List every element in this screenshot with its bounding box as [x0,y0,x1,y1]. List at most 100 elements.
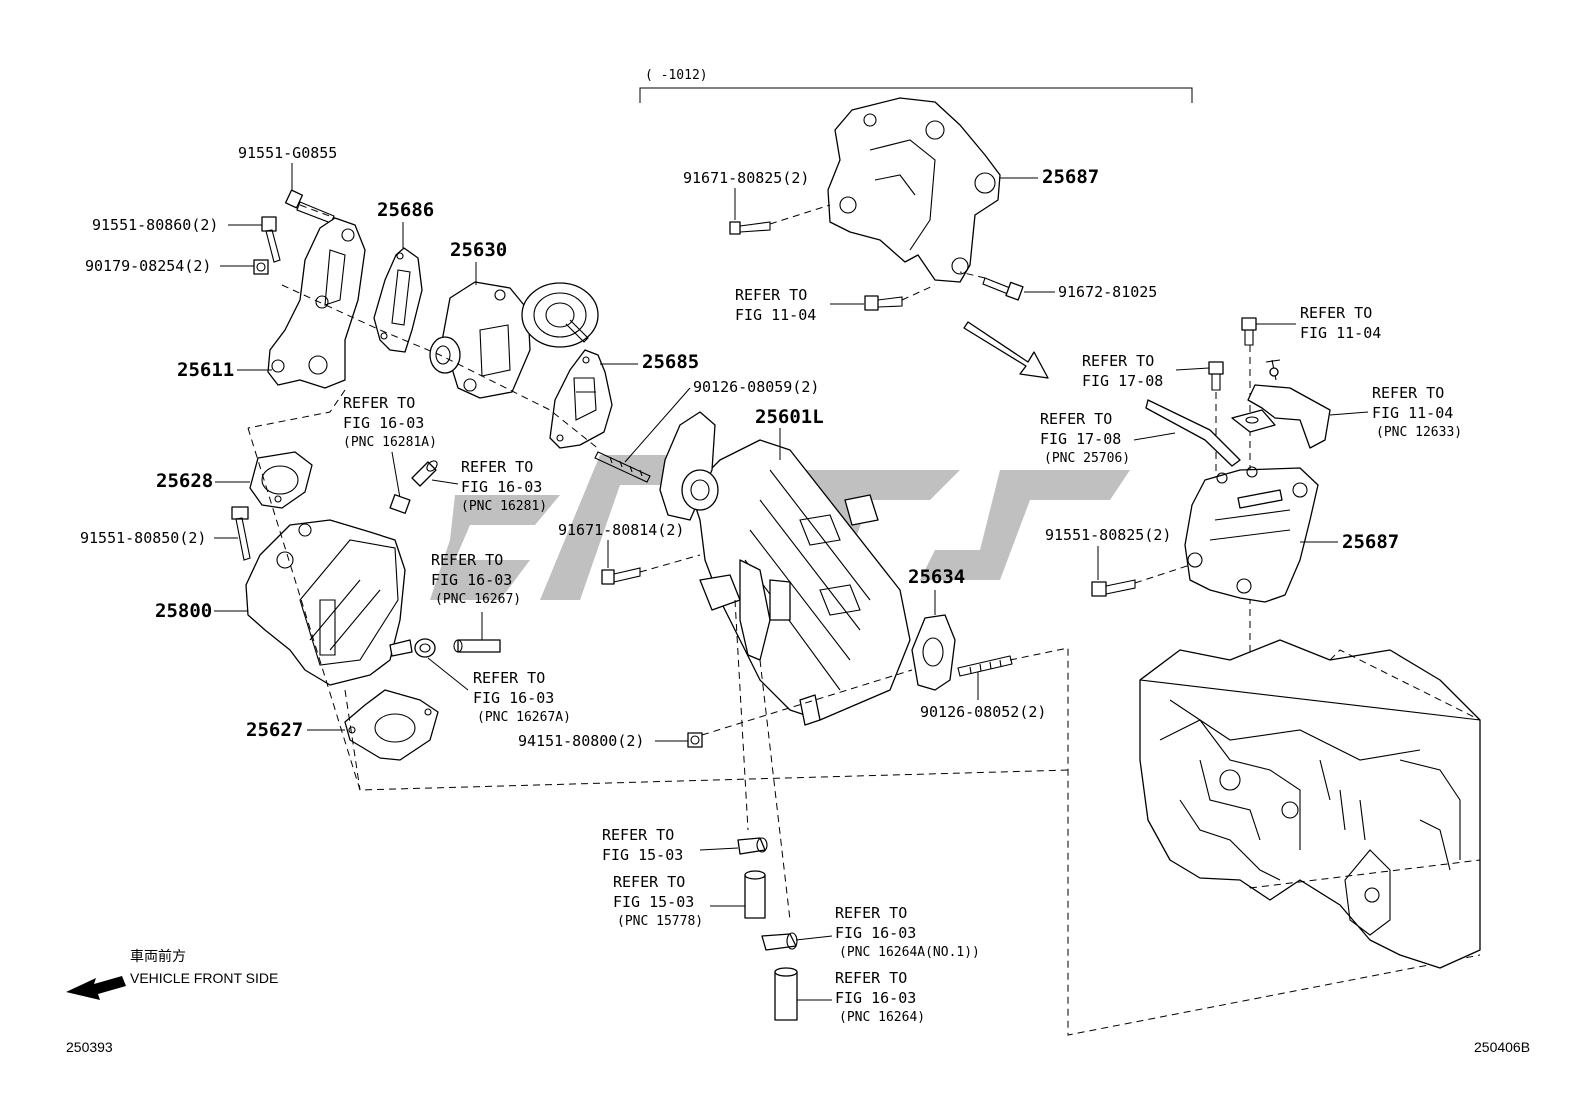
ref-1104-a-line2: FIG 11-04 [735,306,816,324]
range-bracket: ( -1012) [639,68,1193,103]
ref-1708-b-line2: FIG 17-08 [1040,430,1121,448]
part-number-25611: 25611 [177,359,234,381]
bolt-91551-80825 [1091,579,1136,597]
arrow-down-right-icon [963,321,1049,379]
gasket-25686 [373,247,423,353]
ref-1503-b-line2: FIG 15-03 [613,893,694,911]
fastener-91551-g0855: 91551-G0855 [238,144,337,162]
ref-1104-c-line3: (PNC 12633) [1376,425,1462,440]
bracket-12633 [1231,359,1331,449]
egr-valve-25630 [429,281,599,399]
bracket-25687-top [827,97,1001,283]
bolt-refer-11-04-b [1241,317,1257,346]
egr-cooler-25800 [245,519,413,686]
ref-1603-d-line3: (PNC 16267A) [477,710,571,725]
bolt-91672-81025 [982,277,1024,301]
ref-1603-b-line3: (PNC 16281) [461,499,547,514]
ref-1503-b-line3: (PNC 15778) [617,914,703,929]
part-number-25601l: 25601L [755,406,824,428]
ref-1603-a-line2: FIG 16-03 [343,414,424,432]
ref-1603-a-line3: (PNC 16281A) [343,435,437,450]
gasket-25628 [249,451,313,509]
hose-16264 [774,967,798,1021]
part-number-25685: 25685 [642,351,699,373]
bolt-91551-80860 [261,216,281,263]
bolt-91551-g0855 [284,189,335,224]
ref-1104-c-line1: REFER TO [1372,384,1444,402]
ref-1603-b-line2: FIG 16-03 [461,478,542,496]
fastener-91551-80860: 91551-80860(2) [92,216,218,234]
ref-1603-f-line2: FIG 16-03 [835,989,916,1007]
ref-1603-e-line3: (PNC 16264A(NO.1)) [839,945,980,960]
ref-1708-a-line1: REFER TO [1082,352,1154,370]
bracket-25706 [1145,399,1241,467]
vehicle-front-en: VEHICLE FRONT SIDE [130,970,278,986]
figure-code-left: 250393 [66,1039,113,1055]
ref-1104-c-line2: FIG 11-04 [1372,404,1453,422]
fastener-94151-80800: 94151-80800(2) [518,732,644,750]
fastener-90126-08059: 90126-08059(2) [693,378,819,396]
part-number-25686: 25686 [377,199,434,221]
figure-code-right: 250406B [1474,1039,1530,1055]
ref-1603-c-line1: REFER TO [431,551,503,569]
stud-90126-08052 [957,655,1013,677]
ref-1708-a-line2: FIG 17-08 [1082,372,1163,390]
stud-90126-08059 [594,451,651,483]
gasket-25685 [549,349,613,449]
nut-94151-80800 [687,732,703,748]
ref-1603-c-line2: FIG 16-03 [431,571,512,589]
ref-1708-b-line1: REFER TO [1040,410,1112,428]
bolt-refer-11-04-a [864,295,903,311]
ref-1603-a-line1: REFER TO [343,394,415,412]
ref-1603-f-line3: (PNC 16264) [839,1010,925,1025]
bolt-91551-80850 [231,506,251,561]
ref-1503-a-line1: REFER TO [602,826,674,844]
fastener-91551-80825: 91551-80825(2) [1045,526,1171,544]
part-number-25627: 25627 [246,719,303,741]
ref-1603-f-line1: REFER TO [835,969,907,987]
fastener-91672-81025: 91672-81025 [1058,283,1157,301]
part-number-25687-top: 25687 [1042,166,1099,188]
ref-1708-b-line3: (PNC 25706) [1044,451,1130,466]
ref-1603-c-line3: (PNC 16267) [435,592,521,607]
fastener-91671-80825: 91671-80825(2) [683,169,809,187]
ref-1603-e-line1: REFER TO [835,904,907,922]
flange-25611 [267,217,366,389]
fastener-90179-08254: 90179-08254(2) [85,257,211,275]
ref-1603-d-line1: REFER TO [473,669,545,687]
nut-90179-08254 [253,259,269,275]
ref-1104-a-line1: REFER TO [735,286,807,304]
ref-1104-b-line2: FIG 11-04 [1300,324,1381,342]
arrow-left-icon [66,976,126,1000]
hose-15778 [744,870,766,919]
gasket-25627 [344,689,439,761]
range-label: ( -1012) [645,68,708,83]
part-number-25800: 25800 [155,600,212,622]
bolt-refer-17-08-a [1208,361,1224,391]
engine-block [1139,639,1481,969]
clamp-16267a [414,638,436,658]
ref-1603-e-line2: FIG 16-03 [835,924,916,942]
part-number-25628: 25628 [156,470,213,492]
part-number-25630: 25630 [450,239,507,261]
bolt-91671-80814 [601,567,641,585]
hose-16267 [453,639,501,653]
clamp-16281a [389,494,411,514]
ref-1603-d-line2: FIG 16-03 [473,689,554,707]
clamp-16264a [761,932,798,951]
part-number-25634: 25634 [908,566,965,588]
fastener-91551-80850: 91551-80850(2) [80,529,206,547]
bracket-25687-right [1184,466,1319,603]
gasket-25634 [911,614,956,691]
ref-1503-a-line2: FIG 15-03 [602,846,683,864]
ref-1503-b-line1: REFER TO [613,873,685,891]
egr-cooler-25601l [659,411,911,726]
hose-16281 [411,460,438,487]
ref-1104-b-line1: REFER TO [1300,304,1372,322]
vehicle-front-jp: 車両前方 [130,948,186,964]
bolt-91671-80825 [729,221,771,235]
fastener-90126-08052: 90126-08052(2) [920,703,1046,721]
clamp-15-03 [737,837,768,855]
fastener-91671-80814: 91671-80814(2) [558,521,684,539]
ref-1603-b-line1: REFER TO [461,458,533,476]
